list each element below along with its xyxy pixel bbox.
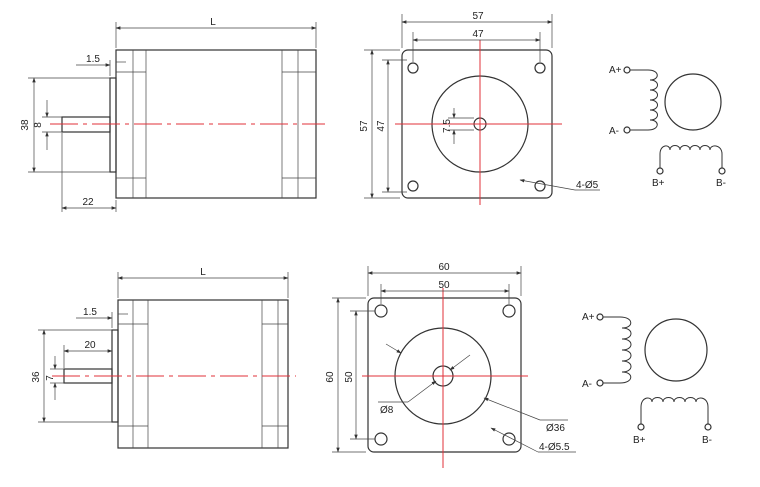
mount-hole <box>407 180 419 192</box>
terminal <box>704 423 712 431</box>
front-view-57: 57 47 57 47 7.5 4-Ø5 <box>359 11 600 205</box>
label-mount-holes: 4-Ø5.5 <box>539 442 570 453</box>
label-a-minus: A- <box>582 379 592 390</box>
mount-hole <box>534 62 546 74</box>
rotor-circle <box>664 73 722 131</box>
wiring-diagram-57: A+ A- B+ B- <box>609 65 726 189</box>
label-b-minus: B- <box>702 435 712 446</box>
dim-hole-spacing-y: 50 <box>344 371 355 383</box>
mount-hole <box>374 432 388 446</box>
dim-body-height: 38 <box>20 119 31 131</box>
dim-length: L <box>210 17 216 28</box>
dim-outer-height: 60 <box>325 371 336 383</box>
dim-flange-thickness: 1.5 <box>83 307 97 318</box>
dim-boss-height: 36 <box>31 371 42 383</box>
terminal <box>718 167 726 175</box>
label-a-plus: A+ <box>609 65 622 76</box>
wiring-diagram-60: A+ A- B+ B- <box>582 312 712 446</box>
mount-hole <box>502 304 516 318</box>
dim-shaft-diameter: 7 <box>45 375 56 381</box>
dim-hole-spacing-x: 50 <box>438 280 450 291</box>
side-view-57: L 1.5 38 8 22 <box>20 17 325 212</box>
terminal <box>596 313 604 321</box>
rotor-circle <box>644 318 708 382</box>
mount-hole <box>374 304 388 318</box>
terminal <box>656 167 664 175</box>
terminal <box>596 379 604 387</box>
terminal <box>623 126 631 134</box>
dim-outer-width: 60 <box>438 262 450 273</box>
side-view-60: L 1.5 36 20 7 <box>31 267 296 449</box>
mount-hole <box>407 62 419 74</box>
dim-pilot: 7.5 <box>442 119 453 133</box>
label-shaft-diameter: Ø8 <box>380 405 394 416</box>
label-b-plus: B+ <box>652 178 665 189</box>
label-boss-diameter: Ø36 <box>546 423 565 434</box>
dim-shaft-diameter: 8 <box>33 122 44 128</box>
front-view-60: 60 50 60 50 Ø8 Ø36 4-Ø5.5 <box>325 262 576 468</box>
dim-outer-height: 57 <box>359 120 370 132</box>
label-a-minus: A- <box>609 126 619 137</box>
dim-shaft-length: 22 <box>82 197 94 208</box>
front-plate <box>367 297 522 453</box>
terminal <box>623 66 631 74</box>
label-b-minus: B- <box>716 178 726 189</box>
terminal <box>637 423 645 431</box>
dim-shaft-length: 20 <box>84 340 96 351</box>
dim-outer-width: 57 <box>472 11 484 22</box>
mount-hole <box>502 432 516 446</box>
dim-hole-spacing-x: 47 <box>472 29 484 40</box>
label-b-plus: B+ <box>633 435 646 446</box>
flange-boss <box>109 77 117 173</box>
label-mount-holes: 4-Ø5 <box>576 180 599 191</box>
mount-hole <box>534 180 546 192</box>
dim-length: L <box>200 267 206 278</box>
dim-hole-spacing-y: 47 <box>376 120 387 132</box>
dim-flange-thickness: 1.5 <box>86 54 100 65</box>
label-a-plus: A+ <box>582 312 595 323</box>
